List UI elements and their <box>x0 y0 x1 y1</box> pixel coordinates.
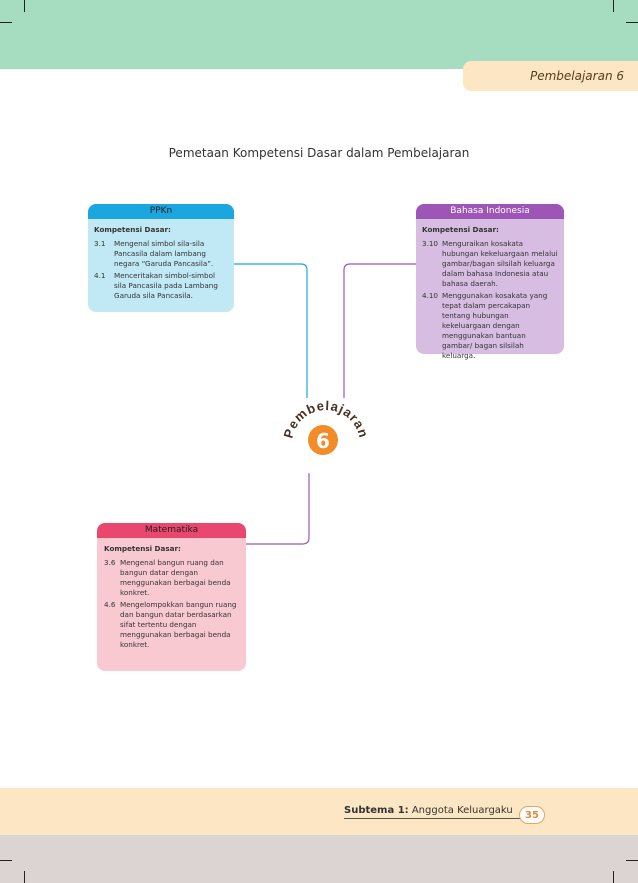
crop-mark <box>24 0 25 12</box>
subtema-title: Anggota Keluargaku <box>411 805 513 816</box>
list-item: 3.1 Mengenal simbol sila-sila Pancasila … <box>94 239 228 269</box>
kd-number: 4.1 <box>94 271 106 280</box>
ppkn-card-heading: PPKn <box>88 204 234 219</box>
footer-bottom-band <box>0 835 638 883</box>
kd-text: Mengelompokkan bangun ruang dan bangun d… <box>120 600 237 649</box>
crop-mark <box>613 0 614 12</box>
crop-mark <box>613 871 614 883</box>
crop-mark <box>626 860 638 861</box>
list-item: 4.6 Mengelompokkan bangun ruang dan bang… <box>104 600 240 650</box>
crop-mark <box>626 22 638 23</box>
matematika-kd-title: Kompetensi Dasar: <box>104 544 181 553</box>
kd-number: 3.10 <box>422 239 439 248</box>
crop-mark <box>24 871 25 883</box>
footer-subtema: Subtema 1: Anggota Keluargaku <box>344 805 513 816</box>
bahasa-indonesia-card: Bahasa Indonesia Kompetensi Dasar: 3.10 … <box>416 204 564 360</box>
list-item: 3.6 Mengenal bangun ruang dan bangun dat… <box>104 558 240 598</box>
bahasa-card-heading: Bahasa Indonesia <box>416 204 564 219</box>
footer-rule <box>344 818 522 819</box>
kd-number: 3.1 <box>94 239 106 248</box>
lesson-tab-label: Pembelajaran 6 <box>529 69 624 83</box>
list-item: 4.1 Menceritakan simbol-simbol sila Panc… <box>94 271 228 301</box>
kd-number: 3.6 <box>104 558 116 567</box>
kd-number: 4.6 <box>104 600 116 609</box>
kd-text: Mengenal simbol sila-sila Pancasila dala… <box>114 239 214 268</box>
ppkn-connector <box>234 263 308 398</box>
ppkn-kd-title: Kompetensi Dasar: <box>94 225 171 234</box>
subtema-label: Subtema 1: <box>344 805 409 816</box>
bahasa-kd-title: Kompetensi Dasar: <box>422 225 499 234</box>
center-badge-number-circle <box>308 425 338 455</box>
center-number: 6 <box>316 429 330 453</box>
header-band <box>0 0 638 69</box>
page-number: 35 <box>519 806 545 824</box>
matematika-card: Matematika Kompetensi Dasar: 3.6 Mengena… <box>97 523 246 671</box>
list-item: 3.10 Menguraikan kosakata hubungan kekel… <box>422 239 558 289</box>
lesson-tab: Pembelajaran 6 <box>463 61 638 91</box>
kd-text: Mengenal bangun ruang dan bangun datar d… <box>120 558 231 597</box>
bahasa-connector <box>343 263 416 398</box>
center-badge: Pembelajaran 6 <box>281 397 370 477</box>
ppkn-card: PPKn Kompetensi Dasar: 3.1 Mengenal simb… <box>88 204 234 312</box>
matematika-card-heading: Matematika <box>97 523 246 538</box>
page-title: Pemetaan Kompetensi Dasar dalam Pembelaj… <box>168 146 470 160</box>
list-item: 4.10 Menggunakan kosakata yang tepat dal… <box>422 291 558 361</box>
kd-text: Menguraikan kosakata hubungan kekeluarga… <box>442 239 558 288</box>
kd-number: 4.10 <box>422 291 439 300</box>
crop-mark <box>0 22 12 23</box>
crop-mark <box>0 860 12 861</box>
kd-text: Menceritakan simbol-simbol sila Pancasil… <box>114 271 218 300</box>
matematika-connector <box>246 472 310 545</box>
kd-text: Menggunakan kosakata yang tepat dalam pe… <box>442 291 548 360</box>
